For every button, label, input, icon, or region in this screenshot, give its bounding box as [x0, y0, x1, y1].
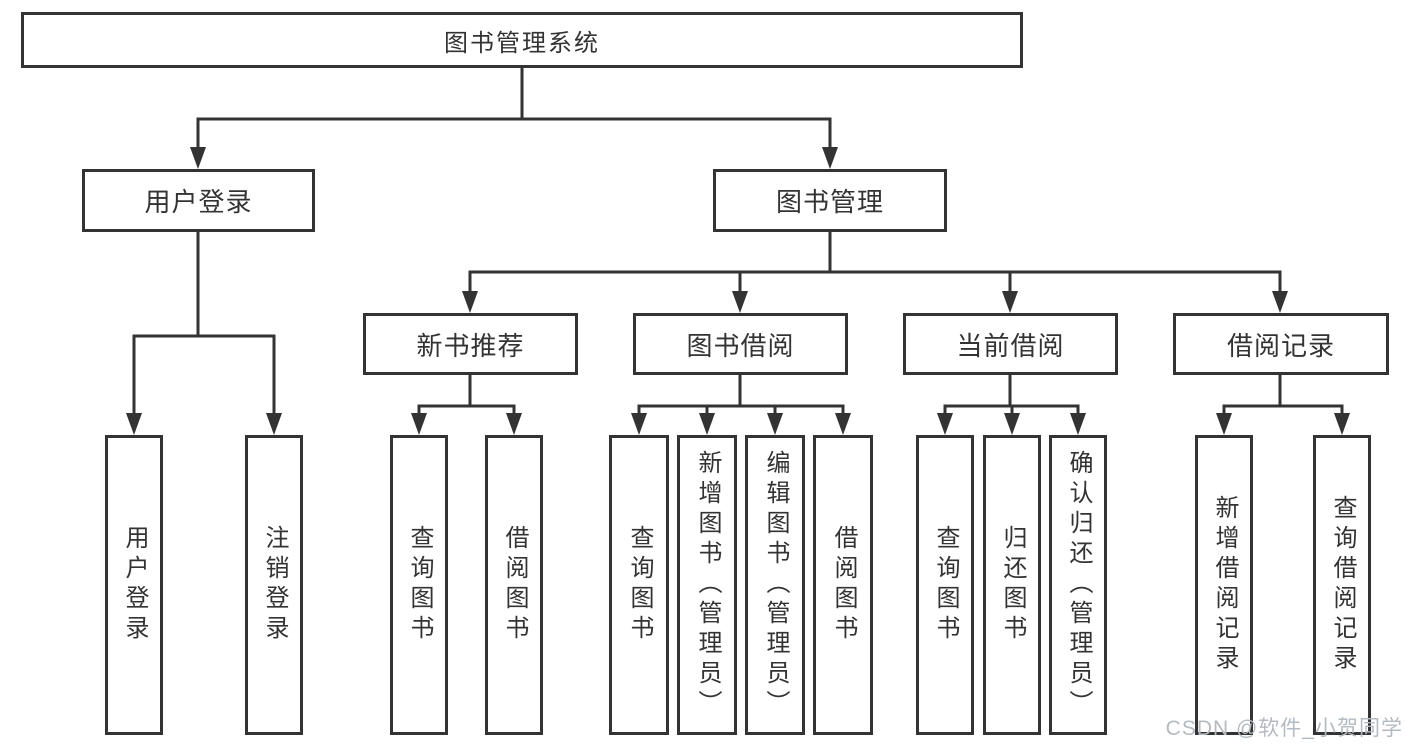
node-label: 当前借阅: [956, 330, 1065, 361]
arrow-icon: [937, 413, 953, 435]
arrow-icon: [767, 413, 783, 435]
leaf-add-borrow-record: 新增借阅记录: [1195, 435, 1253, 735]
node-label: 用户登录: [144, 187, 253, 217]
arrow-icon: [732, 291, 748, 313]
leaf-borrow-books: 借阅图书: [813, 435, 873, 735]
arrow-icon: [126, 413, 142, 435]
node-user-login: 用户登录: [82, 169, 315, 232]
leaf-confirm-return-admin: 确认归还（管理员）: [1049, 435, 1107, 735]
watermark: CSDN @软件_小贺同学: [1165, 717, 1403, 740]
node-label: 图书管理: [775, 187, 884, 217]
leaf-label: 借阅图书: [501, 525, 528, 645]
arrow-icon: [1272, 291, 1288, 313]
node-new-book-recommend: 新书推荐: [363, 313, 578, 375]
arrow-icon: [1070, 413, 1086, 435]
arrow-icon: [411, 413, 427, 435]
arrow-icon: [1216, 413, 1232, 435]
node-book-management: 图书管理: [713, 169, 947, 232]
arrow-icon: [835, 413, 851, 435]
node-label: 图书借阅: [686, 330, 795, 361]
node-borrow-records: 借阅记录: [1173, 313, 1389, 375]
node-book-borrowing: 图书借阅: [633, 313, 848, 375]
leaf-label: 查询图书: [626, 525, 653, 645]
leaf-label: 新增图书（管理员）: [694, 450, 721, 720]
leaf-label: 查询图书: [406, 525, 433, 645]
leaf-label: 用户登录: [121, 525, 148, 645]
leaf-label: 编辑图书（管理员）: [762, 450, 789, 720]
arrow-icon: [1004, 413, 1020, 435]
leaf-label: 查询图书: [932, 525, 959, 645]
leaf-label: 新增借阅记录: [1211, 495, 1238, 675]
node-label: 新书推荐: [416, 330, 525, 361]
arrow-icon: [822, 147, 838, 169]
node-current-borrowing: 当前借阅: [903, 313, 1118, 375]
arrow-icon: [699, 413, 715, 435]
leaf-user-login: 用户登录: [105, 435, 163, 735]
arrow-icon: [190, 147, 206, 169]
leaf-logout: 注销登录: [245, 435, 303, 735]
node-library-system: 图书管理系统: [21, 12, 1023, 68]
leaf-label: 注销登录: [261, 525, 288, 645]
leaf-return-books: 归还图书: [983, 435, 1041, 735]
node-label: 图书管理系统: [444, 29, 600, 57]
arrow-icon: [506, 413, 522, 435]
leaf-query-books-borrowing: 查询图书: [609, 435, 669, 735]
arrow-icon: [1334, 413, 1350, 435]
arrow-icon: [1002, 291, 1018, 313]
leaf-add-books-admin: 新增图书（管理员）: [677, 435, 737, 735]
leaf-label: 查询借阅记录: [1329, 495, 1356, 675]
leaf-query-books-current: 查询图书: [916, 435, 974, 735]
arrow-icon: [462, 291, 478, 313]
leaf-label: 借阅图书: [830, 525, 857, 645]
leaf-edit-books-admin: 编辑图书（管理员）: [745, 435, 805, 735]
leaf-label: 确认归还（管理员）: [1065, 450, 1092, 720]
leaf-query-books-recommend: 查询图书: [390, 435, 448, 735]
arrow-icon: [266, 413, 282, 435]
arrow-icon: [631, 413, 647, 435]
leaf-label: 归还图书: [999, 525, 1026, 645]
leaf-borrow-books-recommend: 借阅图书: [485, 435, 543, 735]
node-label: 借阅记录: [1226, 330, 1335, 361]
leaf-query-borrow-record: 查询借阅记录: [1313, 435, 1371, 735]
